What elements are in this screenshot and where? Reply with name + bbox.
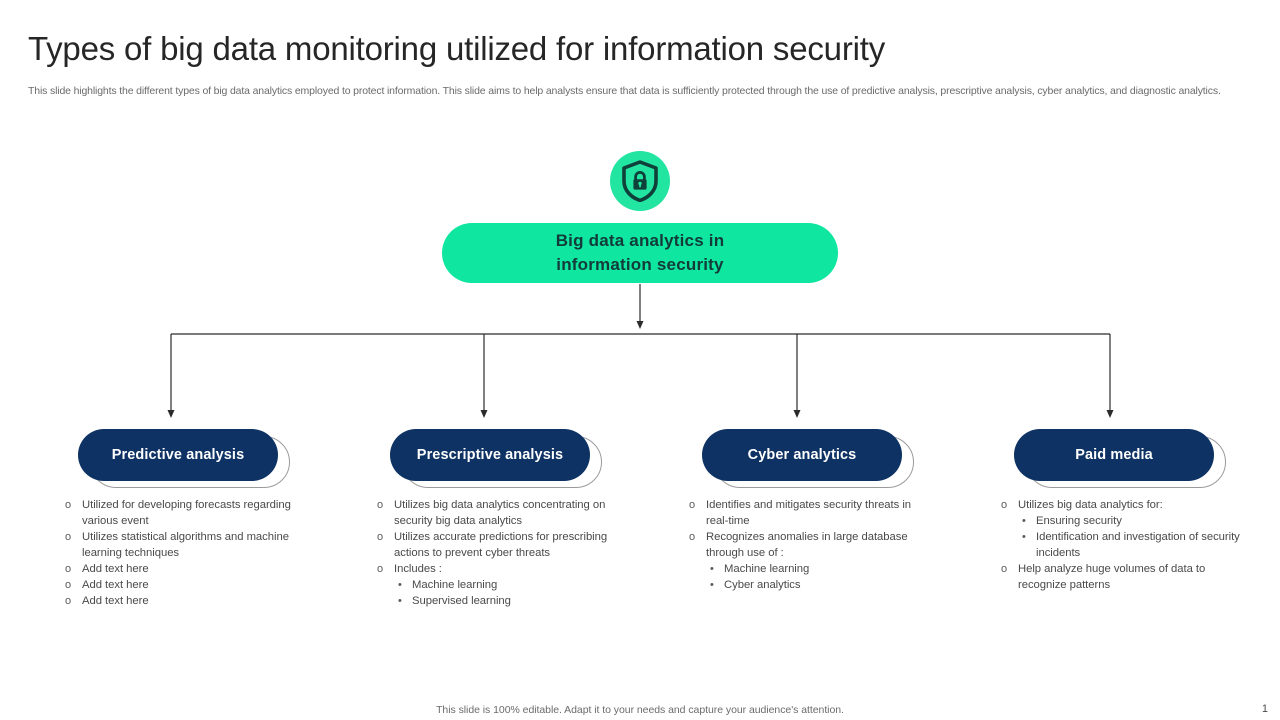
root-node-line-1: Big data analytics in	[555, 231, 725, 250]
bullet-item: o Utilizes big data analytics concentrati…	[372, 497, 622, 529]
sub-bullet-item: • Machine learning	[684, 561, 934, 577]
sub-bullet-item: • Machine learning	[372, 577, 622, 593]
bullet-marker: o	[65, 531, 72, 543]
bullet-item: o Add text here	[60, 577, 310, 593]
page-number: 1	[1261, 703, 1268, 715]
bullet-text: Utilizes big data analytics for:	[1018, 499, 1163, 511]
page-title: Types of big data monitoring utilized fo…	[28, 30, 886, 67]
sub-bullet-item: • Cyber analytics	[684, 577, 934, 593]
branch-node-pill[interactable]: Cyber analytics	[702, 429, 902, 481]
bullet-text: Recognizes anomalies in large database t…	[706, 531, 908, 559]
bullet-column-predictive-analysis: o Utilized for developing forecasts regar…	[60, 497, 310, 609]
sub-bullet-marker: •	[710, 563, 714, 575]
sub-bullet-marker: •	[398, 579, 402, 591]
bullet-marker: o	[377, 499, 384, 511]
sub-bullet-marker: •	[1022, 531, 1026, 543]
sub-bullet-marker: •	[710, 579, 714, 591]
sub-bullet-text: Ensuring security	[1036, 515, 1122, 527]
bullet-text: Utilizes accurate predictions for prescr…	[394, 531, 608, 559]
bullet-item: o Utilizes accurate predictions for presc…	[372, 529, 622, 561]
branch-node-predictive-analysis[interactable]: Predictive analysis	[78, 429, 290, 488]
bullet-text: Includes :	[394, 563, 442, 575]
bullet-item: o Add text here	[60, 561, 310, 577]
sub-bullet-item: • Ensuring security	[996, 513, 1246, 529]
branch-node-cyber-analytics[interactable]: Cyber analytics	[702, 429, 914, 488]
bullet-marker: o	[65, 563, 72, 575]
branch-node-label: Prescriptive analysis	[416, 447, 564, 463]
sub-bullet-text: Supervised learning	[412, 595, 511, 607]
branch-node-label: Paid media	[1075, 447, 1153, 463]
footer-note: This slide is 100% editable. Adapt it to…	[436, 704, 844, 716]
bullet-text: Add text here	[82, 595, 149, 607]
bullet-marker: o	[65, 499, 72, 511]
bullet-column-paid-media: o Utilizes big data analytics for: • Ensuri…	[996, 497, 1246, 593]
sub-bullet-text: Identification and investigation of secu…	[1036, 531, 1240, 559]
bullet-marker: o	[1001, 499, 1008, 511]
bullet-item: o Add text here	[60, 593, 310, 609]
shield-lock-icon-badge	[610, 151, 670, 211]
bullet-marker: o	[65, 579, 72, 591]
sub-bullet-text: Cyber analytics	[724, 579, 801, 591]
branch-node-label: Predictive analysis	[111, 447, 245, 463]
bullet-marker: o	[689, 531, 696, 543]
bullet-marker: o	[1001, 563, 1008, 575]
bullet-marker: o	[65, 595, 72, 607]
bullet-item: o Utilized for developing forecasts regar…	[60, 497, 310, 529]
root-node[interactable]: Big data analytics in information securi…	[442, 223, 838, 283]
page-subtitle: This slide highlights the different type…	[28, 85, 1221, 97]
bullet-item: o Utilizes statistical algorithms and mac…	[60, 529, 310, 561]
bullet-text: Add text here	[82, 579, 149, 591]
sub-bullet-marker: •	[1022, 515, 1026, 527]
bullet-text: Add text here	[82, 563, 149, 575]
bullet-item: o Identifies and mitigates security threa…	[684, 497, 934, 529]
sub-bullet-item: • Supervised learning	[372, 593, 622, 609]
bullet-text: Help analyze huge volumes of data to rec…	[1018, 563, 1206, 591]
branch-node-paid-media[interactable]: Paid media	[1014, 429, 1226, 488]
bullet-text: Utilizes statistical algorithms and mach…	[82, 531, 289, 559]
root-node-line-2: information security	[556, 255, 724, 274]
bullet-text: Utilizes big data analytics concentratin…	[394, 499, 606, 527]
sub-bullet-text: Machine learning	[724, 563, 810, 575]
bullet-marker: o	[689, 499, 696, 511]
sub-bullet-text: Machine learning	[412, 579, 498, 591]
bullet-text: Identifies and mitigates security threat…	[706, 499, 912, 527]
bullet-marker: o	[377, 531, 384, 543]
branch-node-label: Cyber analytics	[747, 447, 857, 463]
bullet-item: o Help analyze huge volumes of data to re…	[996, 561, 1246, 593]
branch-node-prescriptive-analysis[interactable]: Prescriptive analysis	[390, 429, 602, 488]
branch-node-pill[interactable]: Predictive analysis	[78, 429, 278, 481]
bullet-item: o Utilizes big data analytics for:	[996, 497, 1246, 513]
sub-bullet-marker: •	[398, 595, 402, 607]
bullet-item: o Recognizes anomalies in large database …	[684, 529, 934, 561]
bullet-column-cyber-analytics: o Identifies and mitigates security threa…	[684, 497, 934, 593]
branch-node-pill[interactable]: Prescriptive analysis	[390, 429, 590, 481]
bullet-text: Utilized for developing forecasts regard…	[82, 499, 291, 527]
bullet-column-prescriptive-analysis: o Utilizes big data analytics concentrati…	[372, 497, 622, 609]
branch-node-pill[interactable]: Paid media	[1014, 429, 1214, 481]
sub-bullet-item: • Identification and investigation of sec…	[996, 529, 1246, 561]
bullet-marker: o	[377, 563, 384, 575]
root-node-label: Big data analytics in information securi…	[556, 229, 725, 277]
bullet-item: o Includes :	[372, 561, 622, 577]
shield-lock-icon	[620, 160, 660, 202]
